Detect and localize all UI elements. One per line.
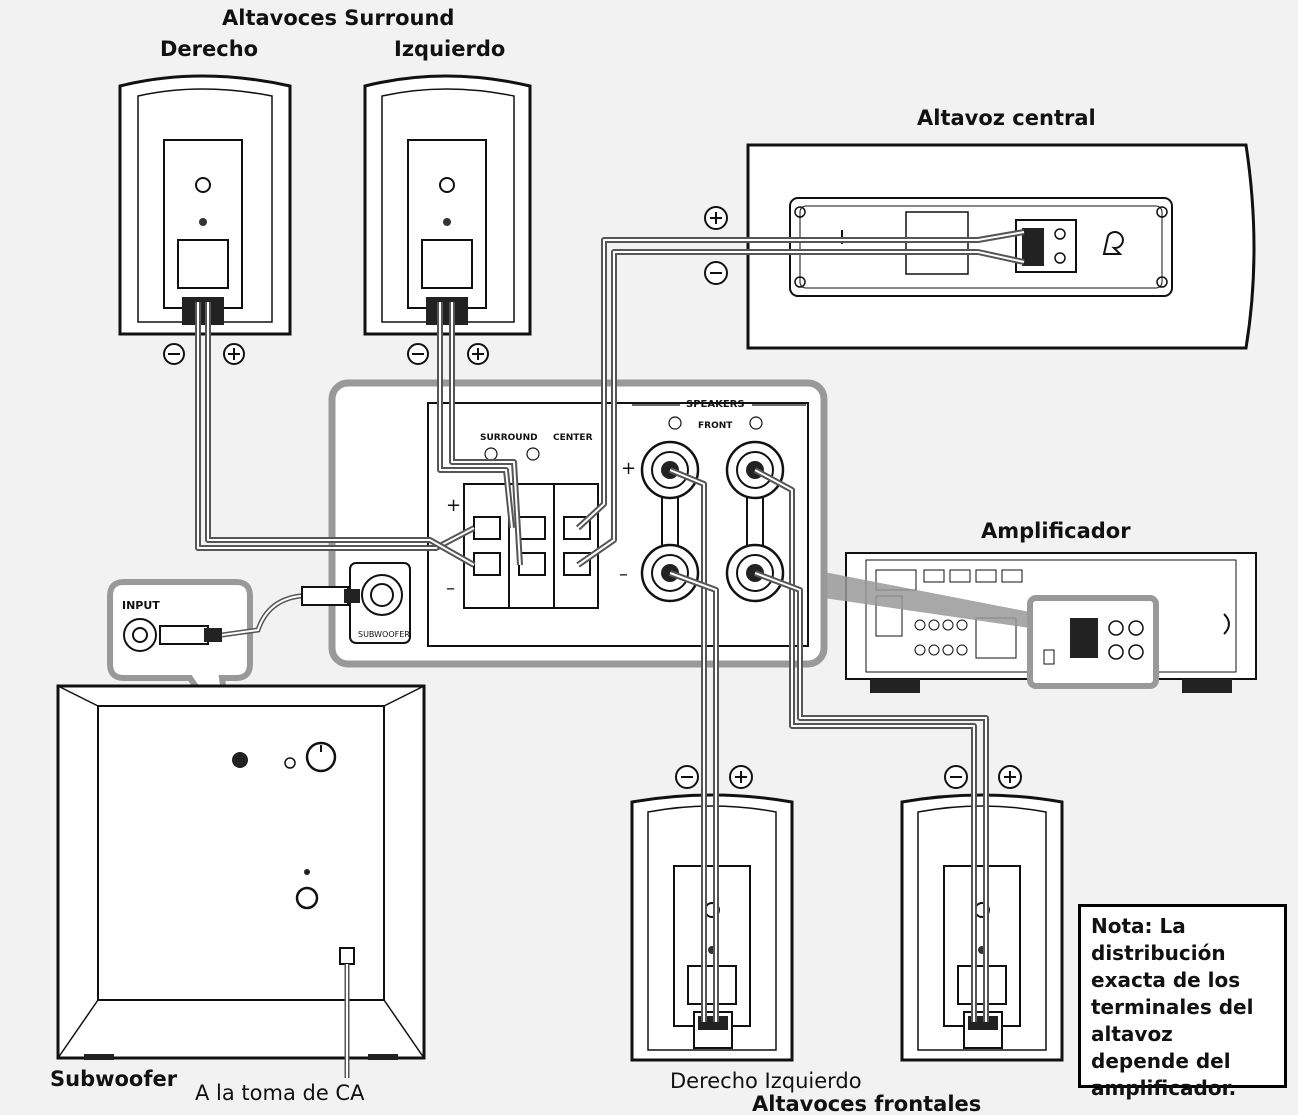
front-right-left-label: Derecho Izquierdo: [670, 1069, 862, 1093]
subwoofer-unit: [56, 684, 426, 1060]
surround-title-label: Altavoces Surround: [222, 6, 455, 30]
front-title-label: Altavoces frontales: [752, 1092, 982, 1116]
ac-outlet-label: A la toma de CA: [195, 1081, 365, 1105]
front-polarity: [675, 765, 1022, 789]
surround-right-label: Derecho: [160, 37, 259, 61]
center-speaker: [746, 143, 1256, 350]
surround-left-label: Izquierdo: [394, 37, 506, 61]
speaker-cables: [195, 229, 1025, 1022]
front-label: FRONT: [698, 421, 733, 431]
surround-minus-sign: –: [446, 578, 455, 599]
front-minus-sign: –: [619, 564, 628, 585]
subwoofer-jack-label: SUBWOOFER: [358, 630, 410, 639]
amplifier-label: Amplificador: [981, 519, 1131, 543]
center-speaker-label: Altavoz central: [917, 106, 1096, 130]
surround-left-polarity: [407, 343, 489, 365]
input-label: INPUT: [122, 599, 160, 612]
speakers-label: SPEAKERS: [686, 399, 745, 410]
surround-plus-sign: +: [446, 495, 461, 516]
subwoofer-label: Subwoofer: [50, 1067, 178, 1091]
surround-left-speaker: [363, 74, 532, 336]
center-polarity: [704, 206, 728, 285]
amplifier-terminal-panel: [328, 379, 828, 668]
center-label: CENTER: [553, 433, 593, 443]
amplifier-unit: [845, 552, 1257, 693]
front-right-speaker: [630, 793, 794, 1062]
surround-right-polarity: [163, 343, 245, 365]
surround-right-speaker: [118, 74, 292, 336]
front-plus-sign: +: [621, 458, 636, 479]
front-left-speaker: [900, 793, 1064, 1062]
surround-label: SURROUND: [480, 433, 538, 443]
zoom-wedge: [824, 572, 1030, 628]
note-box: Nota: La distribución exacta de los term…: [1078, 904, 1287, 1100]
